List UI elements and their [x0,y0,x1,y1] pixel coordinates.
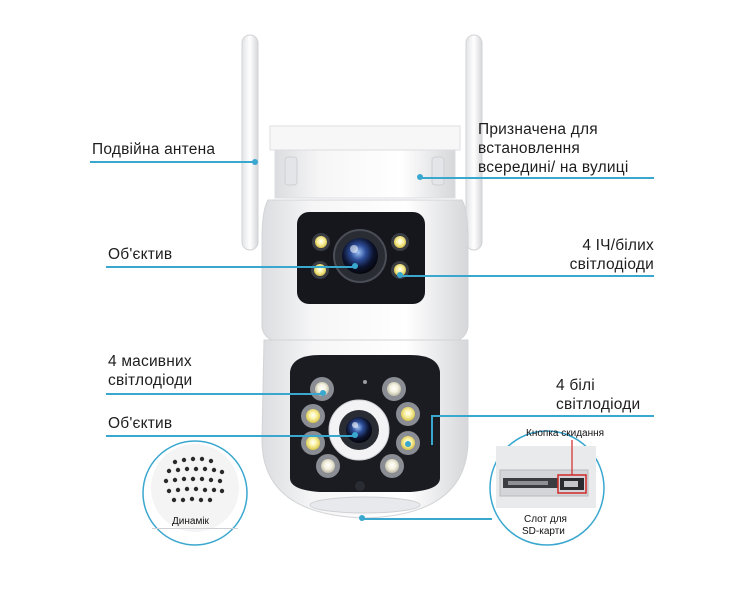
label-lens-bottom: Об'єктив [108,415,173,432]
sd-slot-inset [489,430,605,546]
label-white-leds-line2: світлодіоди [556,396,641,413]
label-purpose-line1: Призначена для [478,121,598,138]
label-lens-top: Об'єктив [108,246,173,263]
label-purpose-line2: встановлення [478,140,580,157]
label-sd-slot-line2: SD-карти [522,526,565,537]
callout-line-lens-top [106,266,356,268]
label-massive-leds-line1: 4 масивних [108,353,192,370]
antenna-right [465,34,483,251]
label-reset-button: Кнопка скидання [526,428,605,439]
callout-dot-massive-leds [320,390,326,396]
label-speaker: Динамік [172,516,209,527]
callout-dot-purpose [417,174,423,180]
callout-dot-antenna [252,159,258,165]
callout-dot-lens-bottom [352,432,358,438]
callout-dot-ir-leds [397,272,403,278]
callout-dot-white-leds [405,441,411,447]
mount-bracket [269,125,461,199]
callout-line-white-leds-drop [431,415,433,445]
upper-housing [261,199,469,346]
label-ir-leds-line2: світлодіоди [569,256,654,273]
label-sd-slot-line1: Слот для [524,514,567,525]
callout-dot-lens-top [352,263,358,269]
callout-line-purpose [420,177,654,179]
callout-dot-sd-slot [359,515,365,521]
antenna-left [241,34,259,251]
callout-line-white-leds [432,415,654,417]
label-ir-leds-line1: 4 ІЧ/білих [582,237,654,254]
speaker-inset [142,440,248,546]
label-massive-leds-line2: світлодіоди [108,372,193,389]
callout-line-ir-leds [400,275,654,277]
lower-dome [261,339,469,519]
callout-line-massive-leds [106,393,324,395]
label-purpose-line3: всередині/ на вулиці [478,159,629,176]
callout-line-antenna [90,161,255,163]
label-antenna: Подвійна антена [92,141,216,158]
callout-line-lens-bottom [106,435,356,437]
callout-line-sd-slot [362,518,492,520]
label-white-leds-line1: 4 білі [556,377,595,394]
